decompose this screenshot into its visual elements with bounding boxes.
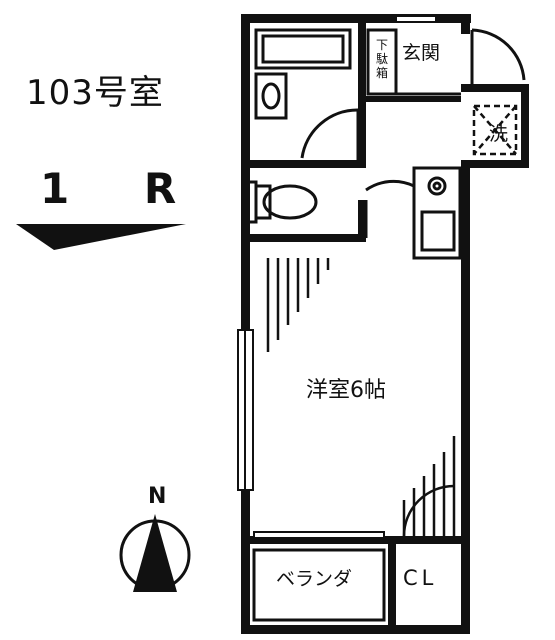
closet-door <box>402 436 456 537</box>
shoe-box-label: 下駄箱 <box>375 38 388 80</box>
balcony-sliding-door <box>253 531 385 539</box>
kitchen-counter <box>412 166 462 260</box>
outer-walls <box>241 14 529 634</box>
window-left <box>237 329 254 491</box>
laundry-pan <box>472 104 518 156</box>
toilet-door <box>364 179 415 238</box>
bath-door <box>300 108 360 160</box>
living-wall-hatch <box>266 258 330 352</box>
compass-icon <box>119 514 191 592</box>
toilet <box>242 180 318 224</box>
layout-type: 1 R <box>40 164 207 213</box>
bathtub <box>254 28 352 120</box>
balcony-label: ベランダ <box>276 568 353 590</box>
shoe-box <box>366 28 398 96</box>
compass-north-label: N <box>148 484 167 509</box>
interior-walls <box>250 23 462 634</box>
layout-marker <box>16 224 186 250</box>
entrance-threshold <box>395 15 437 23</box>
balcony-frame <box>252 548 386 622</box>
entrance-door <box>470 28 526 84</box>
closet-label: CL <box>403 566 438 590</box>
entrance-label: 玄関 <box>402 42 441 64</box>
laundry-label: 洗 <box>489 123 509 145</box>
living-room-label: 洋室6帖 <box>306 378 386 403</box>
unit-number: 103号室 <box>26 73 164 113</box>
